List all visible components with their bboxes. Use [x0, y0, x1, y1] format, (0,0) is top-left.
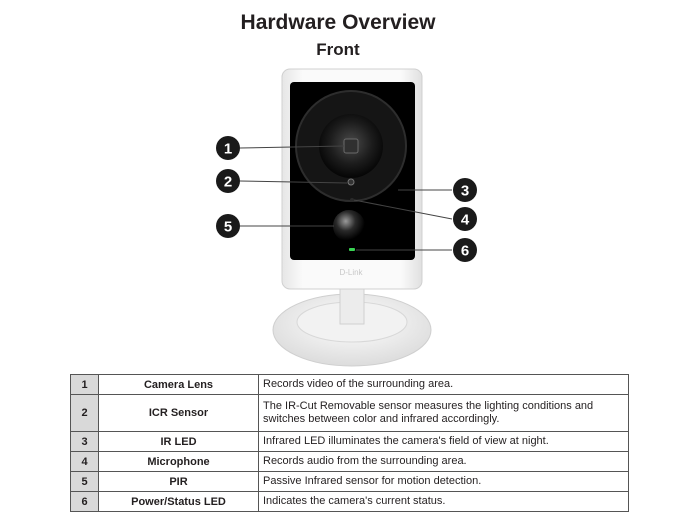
icr-sensor-icon — [347, 178, 355, 186]
part-description: Infrared LED illuminates the camera's fi… — [258, 431, 629, 452]
callout-5: 5 — [216, 214, 240, 238]
page-title: Hardware Overview — [240, 11, 436, 34]
row-number: 5 — [70, 471, 99, 492]
parts-table: 1 Camera Lens Records video of the surro… — [70, 374, 629, 512]
part-description: Records audio from the surrounding area. — [258, 451, 629, 472]
callout-2: 2 — [216, 169, 240, 193]
part-name: Microphone — [98, 451, 259, 472]
callout-4: 4 — [453, 207, 477, 231]
table-row: 3 IR LED Infrared LED illuminates the ca… — [70, 431, 629, 452]
part-name: IR LED — [98, 431, 259, 452]
callout-lines — [239, 145, 453, 251]
part-description: Indicates the camera's current status. — [258, 491, 629, 512]
row-number: 4 — [70, 451, 99, 472]
part-name: ICR Sensor — [98, 394, 259, 432]
camera-lens-icon — [295, 90, 407, 202]
callout-3: 3 — [453, 178, 477, 202]
table-row: 4 Microphone Records audio from the surr… — [70, 451, 629, 472]
part-name: Power/Status LED — [98, 491, 259, 512]
page-subtitle: Front — [316, 40, 360, 59]
svg-text:1: 1 — [224, 141, 232, 158]
part-description: Records video of the surrounding area. — [258, 374, 629, 395]
camera-stand — [272, 281, 432, 367]
table-row: 6 Power/Status LED Indicates the camera'… — [70, 491, 629, 512]
pir-sensor-icon — [333, 210, 365, 242]
svg-text:5: 5 — [224, 219, 232, 236]
row-number: 6 — [70, 491, 99, 512]
part-name: PIR — [98, 471, 259, 492]
callout-1: 1 — [216, 136, 240, 160]
svg-text:6: 6 — [461, 243, 469, 260]
table-row: 5 PIR Passive Infrared sensor for motion… — [70, 471, 629, 492]
row-number: 1 — [70, 374, 99, 395]
callout-6: 6 — [453, 238, 477, 262]
microphone-hole-icon — [350, 198, 354, 202]
svg-text:2: 2 — [224, 174, 232, 191]
svg-text:3: 3 — [461, 183, 469, 200]
part-name: Camera Lens — [98, 374, 259, 395]
row-number: 3 — [70, 431, 99, 452]
row-number: 2 — [70, 394, 99, 432]
status-led-icon — [349, 248, 355, 251]
table-row: 2 ICR Sensor The IR-Cut Removable sensor… — [70, 394, 629, 432]
part-description: The IR-Cut Removable sensor measures the… — [258, 394, 629, 432]
part-description: Passive Infrared sensor for motion detec… — [258, 471, 629, 492]
camera-front-figure: D-Link 1 2 3 4 5 6 — [216, 68, 477, 367]
brand-mark: D-Link — [339, 268, 363, 277]
svg-text:4: 4 — [461, 212, 470, 229]
table-row: 1 Camera Lens Records video of the surro… — [70, 374, 629, 395]
